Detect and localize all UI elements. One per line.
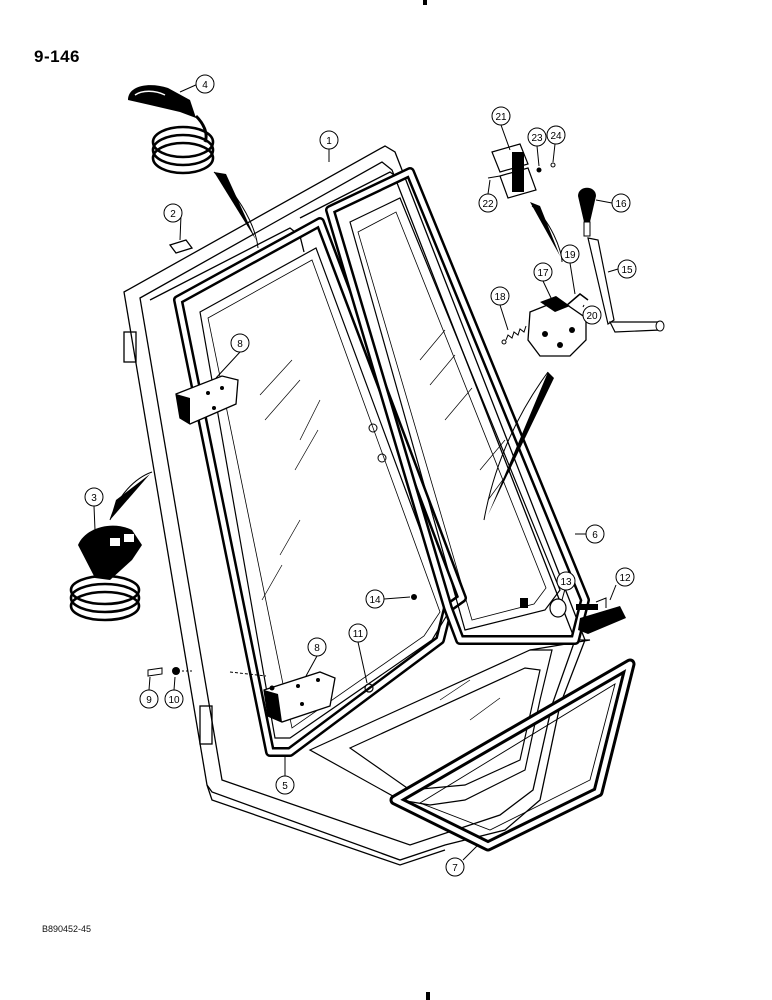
svg-text:24: 24 bbox=[550, 131, 562, 142]
callout-21: 21 bbox=[491, 106, 511, 126]
left-window-seal bbox=[173, 217, 467, 757]
svg-text:8: 8 bbox=[237, 339, 243, 350]
callout-1: 1 bbox=[319, 130, 339, 150]
page-bottom-mark bbox=[426, 992, 430, 1000]
figure-code: B890452-45 bbox=[42, 924, 92, 934]
svg-text:18: 18 bbox=[494, 292, 506, 303]
svg-text:10: 10 bbox=[168, 695, 180, 706]
svg-text:22: 22 bbox=[482, 199, 494, 210]
callout-10: 10 bbox=[164, 689, 184, 709]
callout-8-upper: 8 bbox=[230, 333, 250, 353]
svg-text:3: 3 bbox=[91, 493, 97, 504]
latch-spring bbox=[501, 325, 527, 345]
callout-16: 16 bbox=[611, 193, 631, 213]
seal-coil-top bbox=[128, 85, 259, 249]
callout-23: 23 bbox=[527, 127, 547, 147]
callout-9: 9 bbox=[139, 689, 159, 709]
latch-arrow bbox=[483, 371, 554, 521]
svg-text:17: 17 bbox=[537, 268, 549, 279]
callout-20: 20 bbox=[582, 305, 602, 325]
door-frame bbox=[123, 145, 586, 866]
latch-handle bbox=[578, 187, 665, 333]
callout-6: 6 bbox=[585, 524, 605, 544]
svg-text:5: 5 bbox=[282, 781, 288, 792]
callout-15: 15 bbox=[617, 259, 637, 279]
svg-text:16: 16 bbox=[615, 199, 627, 210]
latch-plate-assembly bbox=[487, 143, 563, 263]
callout-24: 24 bbox=[546, 125, 566, 145]
callout-7: 7 bbox=[445, 857, 465, 877]
svg-text:1: 1 bbox=[326, 136, 332, 147]
latch-body bbox=[527, 293, 589, 357]
seal-coil-left bbox=[69, 471, 153, 622]
svg-text:4: 4 bbox=[202, 80, 208, 91]
svg-text:7: 7 bbox=[452, 863, 458, 874]
svg-text:21: 21 bbox=[495, 112, 507, 123]
page-number: 9-146 bbox=[34, 47, 80, 66]
svg-text:2: 2 bbox=[170, 209, 176, 220]
callout-12: 12 bbox=[615, 567, 635, 587]
svg-text:14: 14 bbox=[369, 595, 381, 606]
svg-text:23: 23 bbox=[531, 133, 543, 144]
callout-8-lower: 8 bbox=[307, 637, 327, 657]
lower-hinge bbox=[263, 671, 336, 723]
callout-14: 14 bbox=[365, 589, 385, 609]
right-window-seal bbox=[325, 167, 590, 645]
svg-text:11: 11 bbox=[353, 629, 364, 640]
leader-lines bbox=[93, 83, 619, 861]
svg-text:20: 20 bbox=[586, 311, 598, 322]
upper-hinge bbox=[175, 375, 239, 425]
fasteners bbox=[147, 594, 417, 693]
svg-text:9: 9 bbox=[146, 695, 152, 706]
svg-text:13: 13 bbox=[560, 577, 572, 588]
svg-text:8: 8 bbox=[314, 643, 320, 654]
callout-11: 11 bbox=[348, 623, 368, 643]
callout-22: 22 bbox=[478, 193, 498, 213]
callout-2: 2 bbox=[163, 203, 183, 223]
svg-text:12: 12 bbox=[619, 573, 631, 584]
inside-handle bbox=[549, 597, 626, 634]
callout-17: 17 bbox=[533, 262, 553, 282]
callout-5: 5 bbox=[275, 775, 295, 795]
svg-text:6: 6 bbox=[592, 530, 598, 541]
glass-reflections bbox=[259, 329, 511, 721]
page-top-mark bbox=[423, 0, 427, 5]
callout-3: 3 bbox=[84, 487, 104, 507]
svg-text:15: 15 bbox=[621, 265, 633, 276]
callout-18: 18 bbox=[490, 286, 510, 306]
callout-13: 13 bbox=[556, 571, 576, 591]
svg-text:19: 19 bbox=[564, 250, 576, 261]
callout-4: 4 bbox=[195, 74, 215, 94]
callout-19: 19 bbox=[560, 244, 580, 264]
lower-window-seal bbox=[389, 658, 636, 852]
